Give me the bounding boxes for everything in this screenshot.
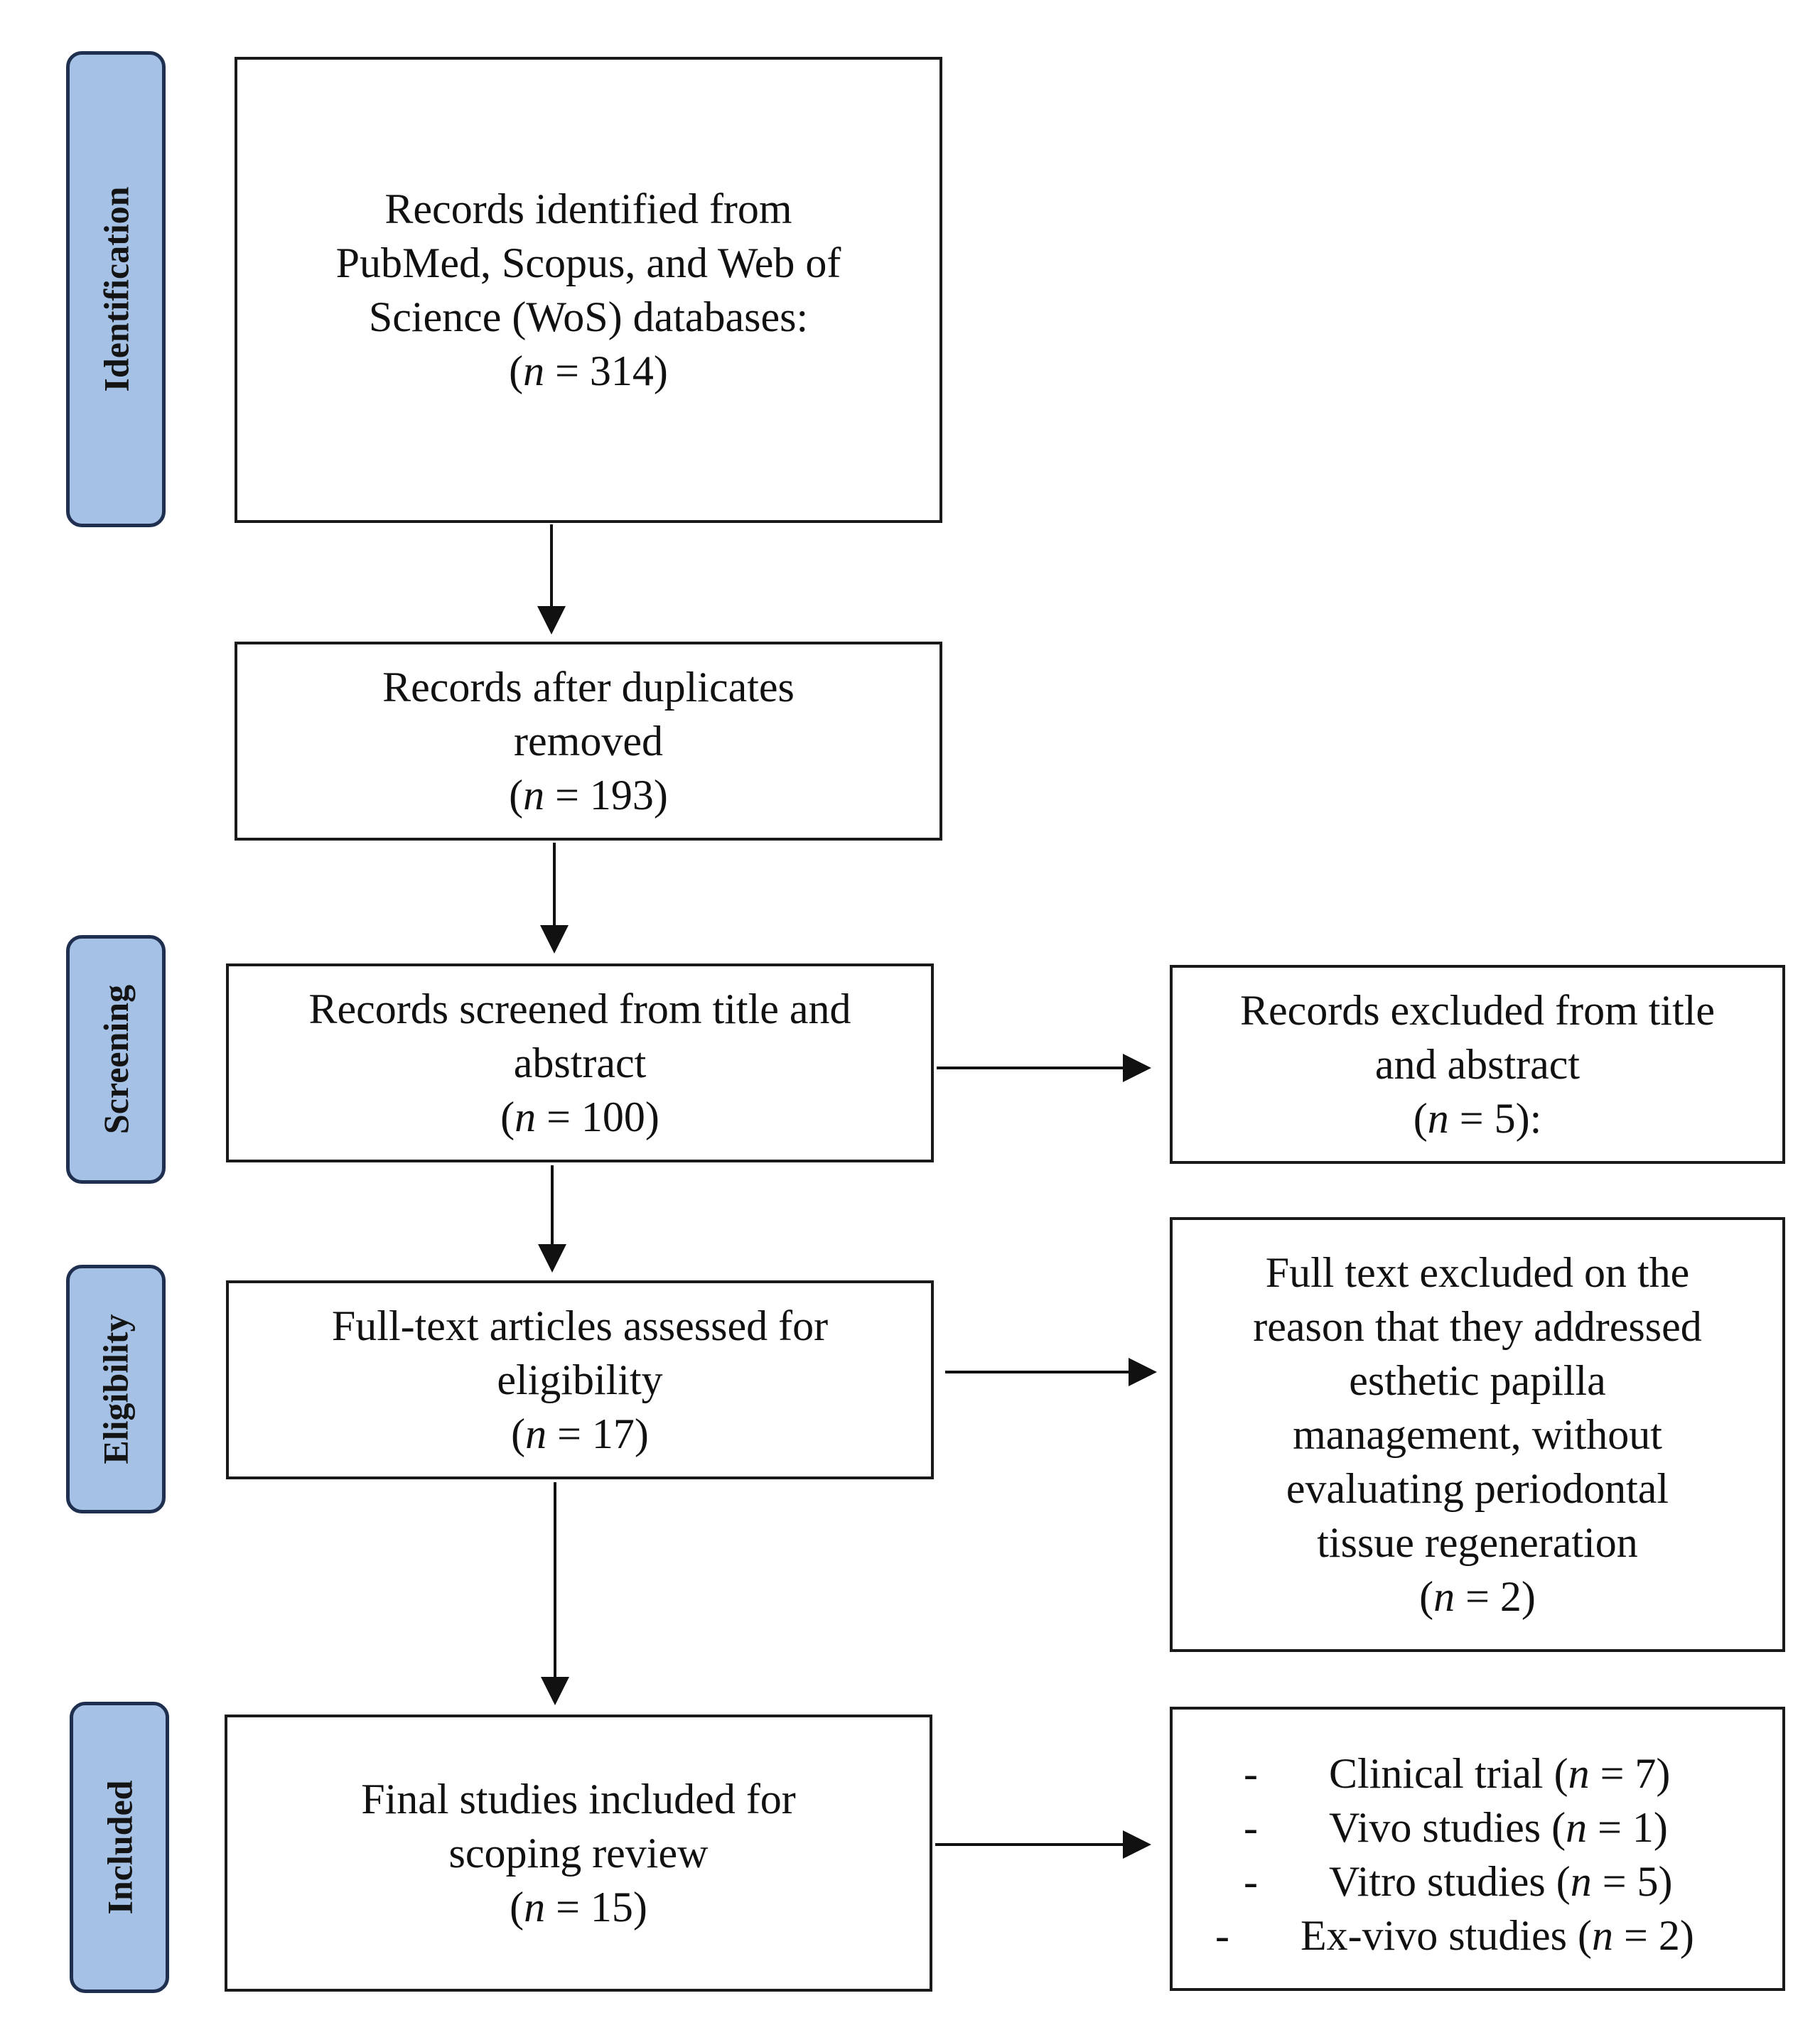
records-identified-box: Records identified from PubMed, Scopus, … (235, 57, 942, 523)
screened-line-2: abstract (513, 1040, 647, 1086)
study-type-item: - Clinical trial (n = 7) (1173, 1746, 1782, 1800)
records-identified-line-1: Records identified from (384, 185, 792, 232)
after-duplicates-line-2: removed (514, 718, 663, 765)
list-bullet: - (1244, 1858, 1258, 1905)
assessed-count: (n = 17) (511, 1410, 649, 1457)
ft-excluded-count: (n = 2) (1419, 1573, 1536, 1620)
excluded-line-2: and abstract (1374, 1041, 1581, 1088)
final-included-box: Final studies included for scoping revie… (225, 1715, 932, 1992)
study-type-label: Vitro studies (n = 5) (1329, 1858, 1673, 1905)
study-type-item: - Vitro studies (n = 5) (1173, 1854, 1782, 1908)
study-type-item: - Vivo studies (n = 1) (1173, 1800, 1782, 1854)
study-types-box: - Clinical trial (n = 7) - Vivo studies … (1170, 1707, 1785, 1991)
records-screened-box: Records screened from title and abstract… (226, 963, 934, 1162)
ft-excluded-line-3: esthetic papilla (1349, 1357, 1606, 1404)
list-bullet: - (1244, 1750, 1258, 1797)
final-count: (n = 15) (510, 1884, 647, 1931)
study-type-label: Clinical trial (n = 7) (1329, 1750, 1671, 1797)
assessed-line-1: Full-text articles assessed for (331, 1302, 829, 1349)
list-bullet: - (1215, 1912, 1229, 1959)
after-duplicates-line-1: Records after duplicates (382, 664, 795, 711)
full-text-assessed-box: Full-text articles assessed for eligibil… (226, 1280, 934, 1479)
records-excluded-box: Records excluded from title and abstract… (1170, 965, 1785, 1164)
ft-excluded-line-6: tissue regeneration (1317, 1519, 1638, 1566)
records-identified-line-3: Science (WoS) databases: (368, 293, 809, 340)
phase-tab-included: Included (70, 1702, 169, 1993)
study-type-label: Ex-vivo studies (n = 2) (1301, 1912, 1694, 1959)
ft-excluded-line-2: reason that they addressed (1253, 1303, 1702, 1350)
assessed-line-2: eligibility (497, 1356, 663, 1403)
ft-excluded-line-4: management, without (1293, 1411, 1662, 1458)
records-after-duplicates-box: Records after duplicates removed (n = 19… (235, 642, 942, 841)
full-text-excluded-box: Full text excluded on the reason that th… (1170, 1217, 1785, 1652)
excluded-line-1: Records excluded from title (1239, 987, 1716, 1034)
after-duplicates-count: (n = 193) (509, 772, 668, 819)
screened-count: (n = 100) (500, 1094, 659, 1140)
study-type-label: Vivo studies (n = 1) (1329, 1804, 1668, 1851)
final-line-2: scoping review (448, 1830, 709, 1877)
phase-tab-eligibility: Eligibility (66, 1265, 166, 1513)
study-type-item: - Ex-vivo studies (n = 2) (1173, 1908, 1782, 1962)
phase-tab-screening: Screening (66, 935, 166, 1184)
list-bullet: - (1244, 1804, 1258, 1851)
records-identified-count: (n = 314) (509, 347, 668, 394)
ft-excluded-line-1: Full text excluded on the (1265, 1249, 1690, 1296)
phase-tab-identification: Identification (66, 51, 166, 527)
ft-excluded-line-5: evaluating periodontal (1286, 1465, 1669, 1512)
records-identified-line-2: PubMed, Scopus, and Web of (335, 239, 841, 286)
excluded-count: (n = 5): (1413, 1095, 1542, 1142)
screened-line-1: Records screened from title and (308, 986, 851, 1032)
final-line-1: Final studies included for (361, 1776, 796, 1823)
